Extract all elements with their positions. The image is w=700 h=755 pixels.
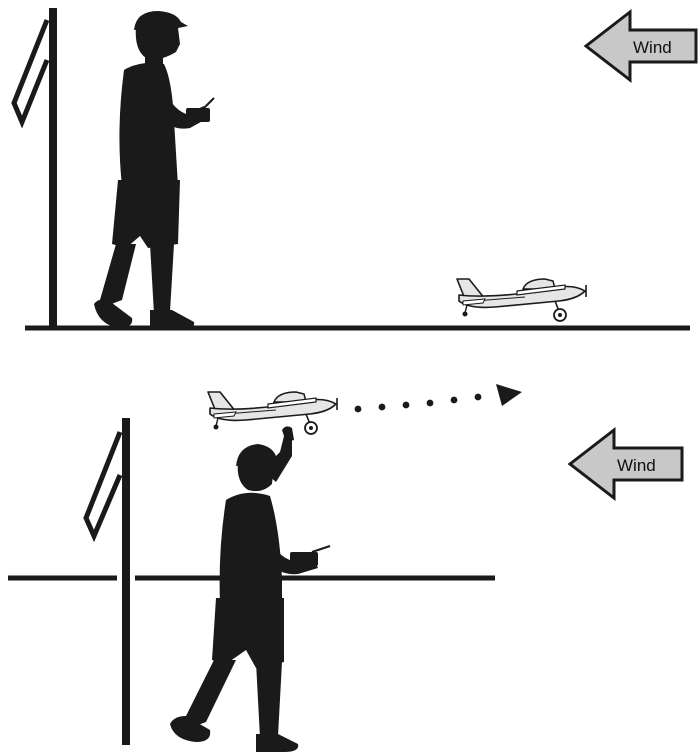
airplane-on-ground [457, 279, 586, 321]
wind-arrow-bottom: Wind [570, 430, 682, 498]
flight-direction-arrow-icon [496, 384, 522, 406]
wind-arrow-top: Wind [586, 12, 696, 80]
panel-ground-takeoff: Wind [14, 8, 696, 330]
wind-label-top: Wind [633, 38, 672, 57]
panel-hand-launch: Wind [8, 384, 682, 752]
pilot-silhouette [94, 11, 214, 330]
pilot-throwing-silhouette [170, 426, 330, 752]
wind-label-bottom: Wind [617, 456, 656, 475]
windsock-icon [14, 8, 53, 328]
airplane-launched [208, 392, 337, 434]
flight-path [355, 384, 522, 412]
